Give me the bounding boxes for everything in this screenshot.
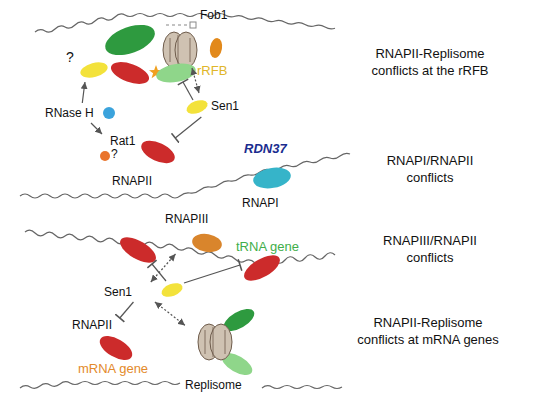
arrow-connector bbox=[82, 82, 85, 103]
node-label: RNase H bbox=[45, 106, 94, 120]
chromatin-fiber bbox=[262, 386, 342, 389]
helicase-ridges bbox=[170, 35, 190, 65]
polymerase-shape bbox=[116, 232, 160, 268]
helicase-ridges bbox=[205, 327, 225, 357]
inhibition-connector bbox=[175, 117, 201, 138]
chromatin-fiber bbox=[20, 153, 350, 198]
node-label: RNAPII bbox=[72, 318, 112, 332]
enzyme-protein: RNase H bbox=[45, 103, 117, 123]
leader-end bbox=[190, 22, 196, 28]
chromatin-fiber bbox=[35, 14, 335, 33]
node-label: RNAPIII bbox=[165, 212, 208, 226]
node-label: Sen1 bbox=[211, 99, 239, 113]
protein-shape bbox=[160, 281, 185, 300]
chromatin-fiber bbox=[25, 230, 335, 265]
chromatin-fiber bbox=[20, 382, 180, 389]
arrow-connector bbox=[91, 123, 102, 134]
leader-line bbox=[166, 24, 190, 25]
protein-shape bbox=[191, 232, 224, 255]
protein-label: Fob1 bbox=[198, 8, 234, 60]
site-label: rRFB bbox=[197, 62, 227, 79]
node-label: Sen1 bbox=[104, 285, 132, 299]
polymerase-shape bbox=[108, 58, 152, 89]
node-label: Replisome bbox=[185, 378, 242, 392]
inhibition-bar bbox=[147, 260, 156, 268]
helicase-protein: Sen1 bbox=[100, 282, 184, 302]
polymerase-protein: RNAPII bbox=[72, 318, 130, 362]
inhibition-bar bbox=[178, 79, 188, 85]
node-label: Rat1 bbox=[110, 134, 135, 148]
category-label: RNAPI/RNAPII conflicts bbox=[370, 152, 490, 186]
polymerase-shape bbox=[240, 250, 284, 286]
replisome-subunit bbox=[155, 61, 198, 86]
inhibition-line bbox=[152, 264, 166, 281]
protein-shape bbox=[103, 107, 115, 119]
dashed-interaction bbox=[155, 302, 185, 325]
gene-label: mRNA gene bbox=[78, 360, 148, 377]
unknown-factor: ? bbox=[62, 50, 112, 82]
polymerase-protein: RNAPI bbox=[240, 166, 294, 212]
protein-shape bbox=[79, 60, 110, 81]
helicase-protein: Sen1 bbox=[185, 95, 245, 117]
replisome-subunit bbox=[101, 19, 159, 61]
category-label: RNAPII-Replisome conflicts at mRNA genes bbox=[352, 314, 504, 348]
polymerase-protein: RNAPIII bbox=[165, 212, 223, 254]
category-label: RNAPII-Replisome conflicts at the rRFB bbox=[355, 45, 505, 79]
node-label: RNAPII bbox=[112, 174, 152, 188]
protein-shape bbox=[100, 151, 110, 161]
dashed-interaction bbox=[151, 254, 176, 282]
inhibition-line bbox=[183, 82, 193, 100]
protein-shape bbox=[252, 165, 293, 191]
node-label: ? bbox=[66, 50, 74, 64]
protein-shape bbox=[96, 331, 136, 365]
question-mark: ? bbox=[111, 146, 118, 163]
protein-shape bbox=[138, 136, 178, 168]
protein-shape bbox=[185, 98, 210, 117]
node-label: Fob1 bbox=[200, 8, 227, 22]
gene-label: RDN37 bbox=[244, 140, 287, 157]
inhibition-connector bbox=[120, 302, 134, 318]
inhibition-line bbox=[184, 265, 240, 283]
protein-shape bbox=[208, 37, 223, 59]
replisome-complex: Replisome bbox=[185, 308, 251, 394]
gene-label: tRNA gene bbox=[236, 238, 299, 255]
polymerase-protein: RNAPII bbox=[108, 138, 178, 190]
chromatin bbox=[20, 14, 350, 389]
category-label: RNAPIII/RNAPII conflicts bbox=[365, 232, 495, 266]
inhibition-bar bbox=[238, 259, 242, 270]
node-label: RNAPI bbox=[242, 196, 279, 210]
